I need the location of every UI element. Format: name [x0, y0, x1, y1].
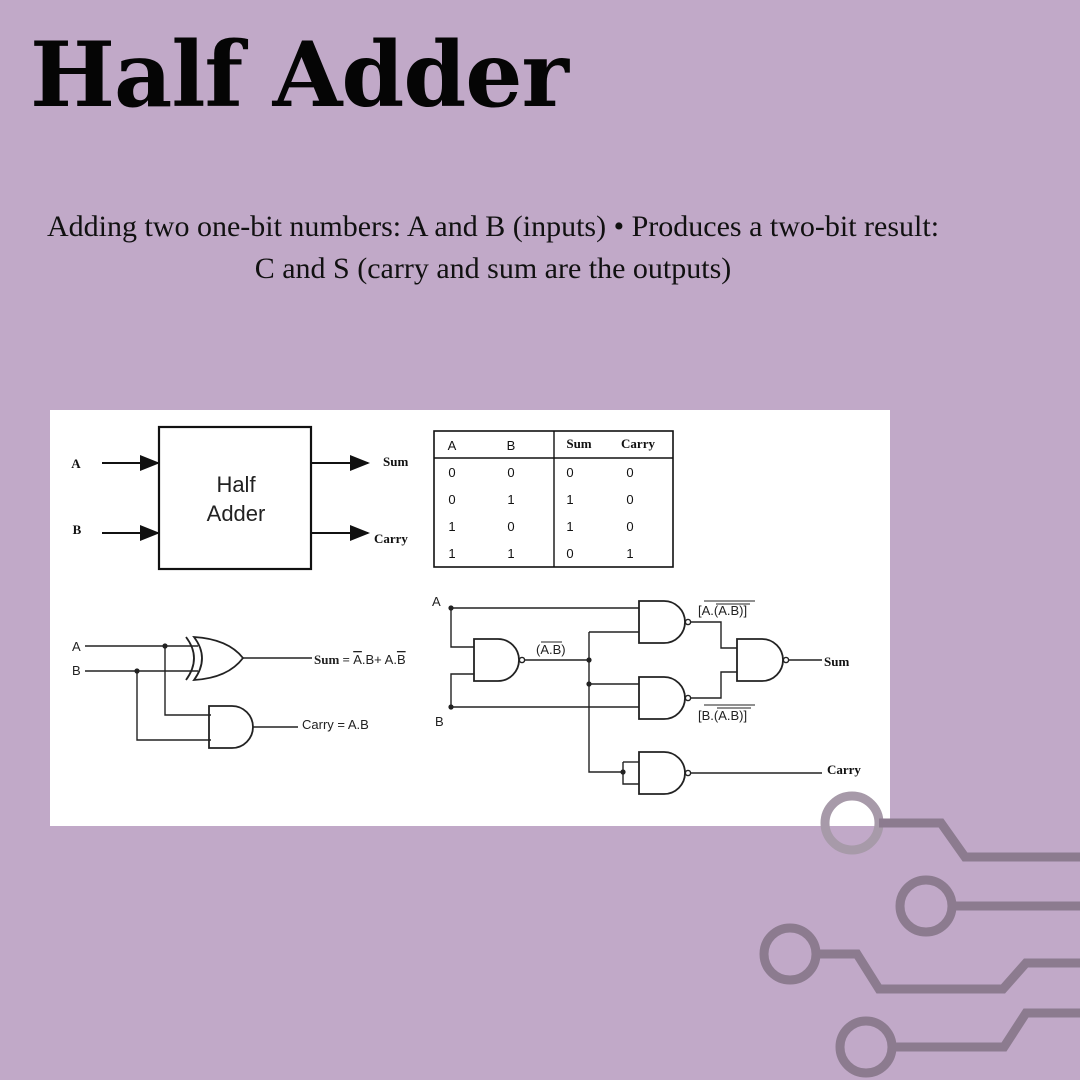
wire-nand3-out: [691, 671, 737, 699]
truth-cell: 0: [626, 465, 633, 480]
nand-gate-sum-bubble: [782, 656, 790, 664]
nand-input-a-label: A: [432, 594, 441, 609]
nand-sum-label: Sum: [824, 654, 849, 669]
nand-gate-carry-bubble: [684, 769, 692, 777]
half-adder-diagram: A B Half Adder Sum Carry A B Sum Carry 0…: [71, 425, 861, 795]
truth-cell: 0: [566, 465, 573, 480]
truth-cell: 0: [507, 519, 514, 534]
truth-table-header-sum: Sum: [566, 436, 591, 451]
truth-cell: 0: [448, 492, 455, 507]
truth-cell: 1: [448, 519, 455, 534]
block-input-a-label: A: [71, 456, 81, 471]
gate-circuit: A B Sum = A.B+ A.B Carry = A.B: [72, 635, 406, 749]
gate-input-a-label: A: [72, 639, 81, 654]
truth-cell: 0: [566, 546, 573, 561]
truth-cell: 0: [507, 465, 514, 480]
half-adder-box-label-1: Half: [216, 472, 256, 497]
xor-gate-back-curve: [185, 636, 195, 681]
gate-wire-b-branch: [136, 671, 211, 741]
trace-line: [892, 1008, 1080, 1052]
junction-dot: [134, 668, 140, 674]
subtitle-line-2: C and S (carry and sum are the outputs): [254, 252, 732, 285]
truth-cell: 0: [626, 492, 633, 507]
nand-gate-carry: [638, 751, 686, 795]
block-input-b-label: B: [73, 522, 82, 537]
page-title: Half Adder: [30, 22, 569, 128]
top-nand-label: [A.(A.B)]: [698, 603, 747, 618]
truth-cell: 1: [566, 519, 573, 534]
gate-input-b-label: B: [72, 663, 81, 678]
nand-input-b-label: B: [435, 714, 444, 729]
truth-table-header-carry: Carry: [621, 436, 655, 451]
subtitle: Adding two one-bit numbers: A and B (inp…: [14, 206, 972, 290]
truth-cell: 0: [448, 465, 455, 480]
trace-line: [816, 949, 1080, 994]
block-diagram: A B Half Adder Sum Carry: [71, 425, 408, 571]
block-sum-label: Sum: [383, 454, 408, 469]
truth-table-header-a: A: [448, 438, 457, 453]
nand-gate-1-bubble: [518, 656, 526, 664]
nand-gate-2: [638, 600, 686, 644]
truth-cell: 1: [507, 546, 514, 561]
junction-dot: [586, 681, 592, 687]
gate-wire-a-branch: [164, 646, 211, 716]
carry-expression: Carry = A.B: [302, 717, 369, 732]
trace-node-circle-icon: [895, 875, 957, 937]
nand-gate-3-bubble: [684, 694, 692, 702]
nand-carry-label: Carry: [827, 762, 861, 777]
wire-b-to-nand1: [450, 673, 474, 707]
truth-cell: 0: [626, 519, 633, 534]
nand-circuit: A B (A.B) [A.(A.B)] [B.(A.B)]: [432, 594, 861, 795]
nand-gate-1: [473, 638, 520, 682]
ab-label: (A.B): [536, 642, 566, 657]
sum-expression: Sum = A.B+ A.B: [314, 652, 406, 667]
trace-node-circle-icon: [820, 791, 884, 855]
wire-a-to-nand1: [450, 608, 474, 648]
xor-gate: [192, 635, 245, 682]
diagram-panel: A B Half Adder Sum Carry A B Sum Carry 0…: [50, 410, 890, 826]
truth-cell: 1: [566, 492, 573, 507]
truth-cell: 1: [507, 492, 514, 507]
trace-node-circle-icon: [759, 923, 821, 985]
junction-dot: [448, 605, 454, 611]
nand-gate-2-bubble: [684, 618, 692, 626]
bottom-nand-label: [B.(A.B)]: [698, 708, 747, 723]
subtitle-line-1: Adding two one-bit numbers: A and B (inp…: [46, 210, 940, 243]
truth-cell: 1: [448, 546, 455, 561]
truth-table: A B Sum Carry 0 0 0 0 0 1 1 0 1 0 1 0 1 …: [433, 430, 674, 568]
and-gate: [208, 705, 254, 749]
truth-table-header-b: B: [507, 438, 516, 453]
wire-nand4-in2: [622, 762, 639, 785]
junction-dot: [448, 704, 454, 710]
trace-node-circle-icon: [835, 1016, 897, 1078]
wire-nand2-out: [691, 621, 737, 649]
truth-cell: 1: [626, 546, 633, 561]
junction-dot: [162, 643, 168, 649]
trace-line: [879, 818, 1080, 862]
nand-gate-sum: [736, 638, 784, 682]
block-carry-label: Carry: [374, 531, 408, 546]
wire-bus: [588, 632, 623, 773]
junction-dot: [620, 769, 626, 775]
half-adder-box: [157, 425, 313, 571]
nand-gate-3: [638, 676, 686, 720]
half-adder-box-label-2: Adder: [207, 501, 266, 526]
